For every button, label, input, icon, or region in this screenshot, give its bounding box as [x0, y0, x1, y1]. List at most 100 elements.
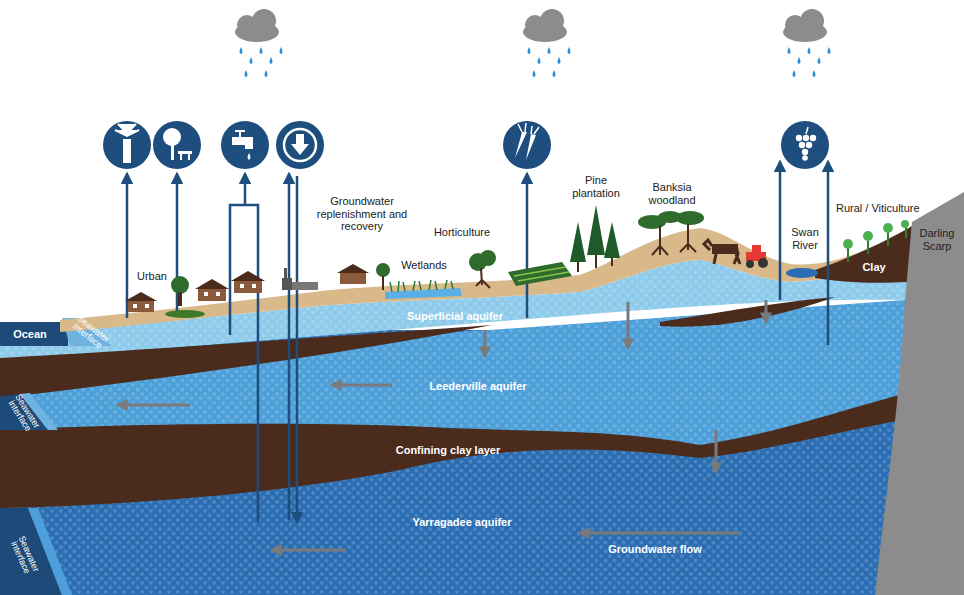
icons-part	[221, 121, 269, 169]
place-label: Wetlands	[401, 259, 447, 272]
flow-arrows-part	[715, 430, 718, 472]
icons-part-part	[806, 142, 812, 148]
wells-and-uses-part	[296, 176, 299, 522]
place-label: Banksia woodland	[643, 181, 701, 206]
ground-surface-part	[786, 268, 818, 278]
urban-part-part	[234, 280, 262, 293]
vegetation-part-part	[480, 250, 496, 266]
urban-part	[284, 268, 287, 278]
icons-part-part	[796, 135, 802, 141]
vines	[848, 226, 906, 262]
icons-part	[796, 135, 816, 161]
layer-label: Clay	[862, 261, 885, 274]
farm-part	[746, 260, 754, 268]
rain-drops	[240, 47, 831, 77]
place-label: Ocean	[13, 328, 47, 341]
vegetation-part	[570, 205, 620, 262]
farm-part	[704, 240, 740, 264]
farm-part	[758, 258, 768, 268]
rain-drop	[528, 47, 531, 54]
icons-part	[503, 121, 551, 169]
rain-drop	[270, 57, 273, 64]
urban-part-part	[198, 288, 226, 301]
wells-and-uses-part	[126, 174, 129, 318]
icons-part	[291, 134, 309, 155]
rain-drop	[568, 47, 571, 54]
vegetation-part	[578, 255, 612, 272]
ground-surface-part	[385, 288, 462, 299]
flow-arrows-part	[332, 384, 392, 387]
clouds-part	[540, 9, 564, 33]
layer-label: Confining clay layer	[396, 444, 501, 457]
vegetation-part	[390, 280, 453, 292]
clouds	[235, 9, 827, 42]
aquifer-label: Leederville aquifer	[429, 380, 526, 393]
place-label: Horticulture	[434, 226, 490, 239]
vegetation-part	[383, 268, 490, 290]
place-label: Groundwater replenishment and recovery	[316, 195, 408, 233]
urban-part-part	[231, 271, 265, 281]
place-label: Pine plantation	[565, 174, 627, 199]
seawater-interface-part	[28, 508, 72, 595]
icons-part-part	[802, 155, 808, 161]
flow-arrows-part	[627, 302, 630, 348]
urban-part	[178, 292, 182, 306]
urban	[125, 264, 369, 318]
rain-drop	[245, 70, 248, 77]
rain-drop	[553, 70, 556, 77]
vegetation-part-part	[883, 223, 893, 233]
flow-arrows	[118, 300, 766, 550]
ground-surface-part	[875, 192, 964, 595]
icons-part	[806, 127, 808, 134]
urban-part-part	[128, 300, 154, 312]
flow-arrows-part	[765, 300, 768, 322]
vegetation-part	[376, 250, 496, 277]
place-label: Rural / Viticulture	[836, 202, 920, 215]
flow-arrows-part	[272, 549, 345, 552]
wells-and-uses-part	[244, 174, 247, 205]
icons-part	[515, 132, 536, 160]
urban-part-part	[337, 264, 369, 273]
vegetation-part-part	[604, 222, 620, 258]
farm	[704, 240, 768, 268]
icons-part	[276, 121, 324, 169]
icons-part	[284, 129, 316, 161]
farm-part	[752, 245, 761, 253]
wells-and-uses-part	[827, 162, 830, 345]
rain-drop	[828, 47, 831, 54]
seawater-interface	[0, 318, 112, 595]
icons-part	[518, 123, 539, 134]
wells-and-uses-part	[230, 205, 258, 522]
rain-drop	[793, 70, 796, 77]
vegetation-part-part	[901, 220, 909, 228]
flow-arrows-part	[118, 404, 190, 407]
rain-drop	[813, 70, 816, 77]
vegetation-part-part	[376, 263, 390, 277]
aquifers	[0, 250, 964, 595]
rain-drop	[260, 47, 263, 54]
vegetation-part-part	[390, 280, 453, 292]
rain-drop	[280, 47, 283, 54]
icons-part-part	[803, 135, 809, 141]
icons-part-part	[810, 135, 816, 141]
urban-part-part	[252, 284, 256, 288]
vegetation-part	[508, 262, 572, 286]
farm-part	[712, 244, 738, 254]
urban-part-part	[204, 292, 208, 296]
rain-drop	[558, 57, 561, 64]
icons-part	[178, 151, 192, 154]
vegetation	[376, 205, 909, 292]
icons-part	[781, 121, 829, 169]
urban-part-part	[216, 292, 220, 296]
rain-drop	[533, 70, 536, 77]
wells-and-uses-part	[779, 162, 782, 300]
place-label: Swan River	[787, 226, 823, 251]
vegetation-part-part	[570, 222, 586, 262]
vegetation-part	[638, 211, 704, 229]
wells-and-uses-part	[288, 174, 291, 520]
flow-arrows-part	[580, 532, 740, 535]
flow-label: Groundwater flow	[608, 543, 702, 556]
vegetation-part-part	[587, 205, 605, 255]
